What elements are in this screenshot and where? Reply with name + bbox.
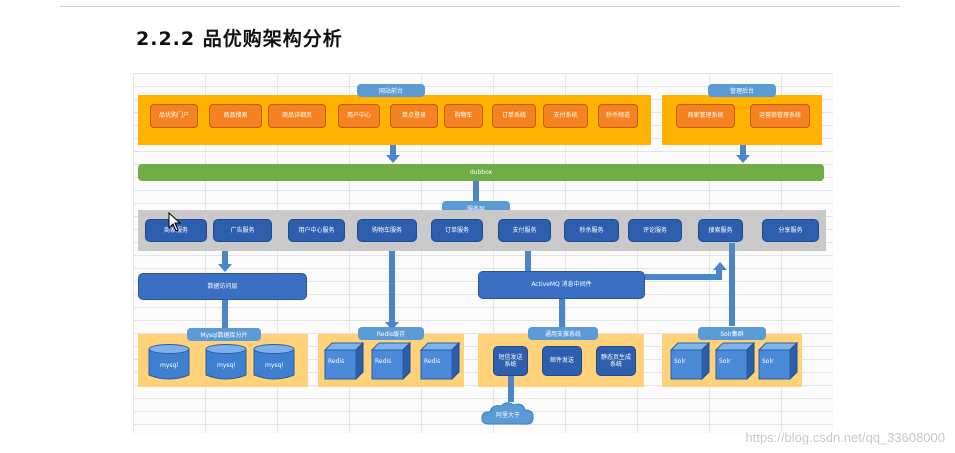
redis-label: Redis缓存 (358, 327, 424, 340)
web-portal-item: 用户中心 (338, 104, 380, 128)
solr-cube: Solr (714, 341, 756, 381)
notify-label: 通用支撑系统 (528, 327, 598, 340)
section-heading: 2.2.2 品优购架构分析 (136, 28, 343, 50)
arrow-sms-cloud (508, 376, 514, 402)
service-item: 订单服务 (431, 219, 483, 242)
service-item: 分享服务 (762, 219, 819, 242)
web-portal-item: 秒杀频道 (598, 104, 638, 128)
redis-cube: Redis (419, 341, 461, 381)
solr-cube-label: Solr (674, 358, 686, 365)
redis-cube-label: Redis (328, 358, 345, 365)
service-item: 搜索服务 (698, 219, 743, 242)
service-item: 广告服务 (213, 219, 272, 242)
data-access-layer: 数据访问层 (138, 273, 307, 300)
notify-item-static: 静态页生成系统 (596, 346, 636, 376)
service-item: 评论服务 (628, 219, 682, 242)
redis-cube-label: Redis (375, 358, 392, 365)
solr-cube: Solr (669, 341, 711, 381)
mysql-label: Mysql数据库分片 (187, 328, 261, 341)
web-portal-item: 订单系统 (492, 104, 536, 128)
web-portal-item: 支付系统 (543, 104, 588, 128)
admin-item-operator: 运营商管理系统 (750, 104, 810, 128)
arrow-service-dataaccess (222, 251, 228, 265)
cloud-shape: 阿里大于 (479, 400, 537, 428)
redis-cube: Redis (370, 341, 412, 381)
mysql-cylinder: mysql (253, 344, 295, 381)
mysql-cylinder-label: mysql (265, 362, 283, 369)
solr-cube-label: Solr (762, 358, 774, 365)
dubbo-bar: dubbox (138, 164, 824, 181)
service-item: 购物车服务 (357, 219, 417, 242)
arrow-dubbo-service (473, 181, 479, 201)
mysql-cylinder-label: mysql (160, 362, 178, 369)
activemq-box: ActiveMQ 消息中间件 (478, 271, 645, 299)
mysql-cylinder: mysql (148, 344, 190, 381)
web-portal-item: 商品详细页 (268, 104, 326, 128)
redis-cube-label: Redis (424, 358, 441, 365)
arrow-portal-dubbo-head (386, 155, 400, 163)
top-divider (60, 6, 900, 7)
cloud-label: 阿里大于 (495, 412, 520, 419)
arrow-activemq-solr (645, 274, 717, 280)
watermark: https://blog.csdn.net/qq_33608000 (745, 430, 946, 445)
arrow-activemq-notify (559, 299, 565, 327)
mouse-cursor-icon (168, 211, 182, 236)
web-portal-item: 购物车 (444, 104, 483, 128)
solr-cube-label: Solr (719, 358, 731, 365)
redis-cube: Redis (323, 341, 365, 381)
web-portal-item: 品优购门户 (150, 104, 198, 128)
arrow-activemq-solr-head (713, 262, 727, 270)
arrow-portal-dubbo (390, 145, 396, 155)
web-portal-item: 单点登录 (390, 104, 438, 128)
mysql-cylinder: mysql (205, 344, 247, 381)
solr-cube: Solr (757, 341, 799, 381)
arrow-admin-dubbo-head (736, 155, 750, 163)
service-item: 用户中心服务 (288, 219, 345, 242)
arrow-service-activemq (525, 251, 531, 271)
service-item: 支付服务 (498, 219, 551, 242)
notify-item-sms: 短信发送系统 (493, 346, 528, 376)
arrow-cart-redis (389, 251, 395, 323)
arrow-cart-redis-head (385, 322, 399, 330)
web-portal-label: 网站前台 (357, 84, 425, 97)
admin-item-merchant: 商家管理系统 (676, 104, 735, 128)
mysql-cylinder-label: mysql (217, 362, 235, 369)
arrow-activemq-solr-up (716, 270, 722, 280)
arrow-service-dataaccess-head (218, 264, 232, 272)
solr-label: Solr集群 (698, 327, 766, 340)
arrow-admin-dubbo (740, 145, 746, 155)
web-portal-item: 商品搜索 (209, 104, 262, 128)
notify-item-mail: 邮件发送 (542, 346, 582, 376)
admin-label: 管理后台 (708, 84, 776, 97)
service-item: 秒杀服务 (564, 219, 619, 242)
arrow-search-solr (729, 243, 735, 326)
arrow-dataaccess-mysql (222, 300, 228, 328)
cloud-icon (481, 402, 534, 425)
